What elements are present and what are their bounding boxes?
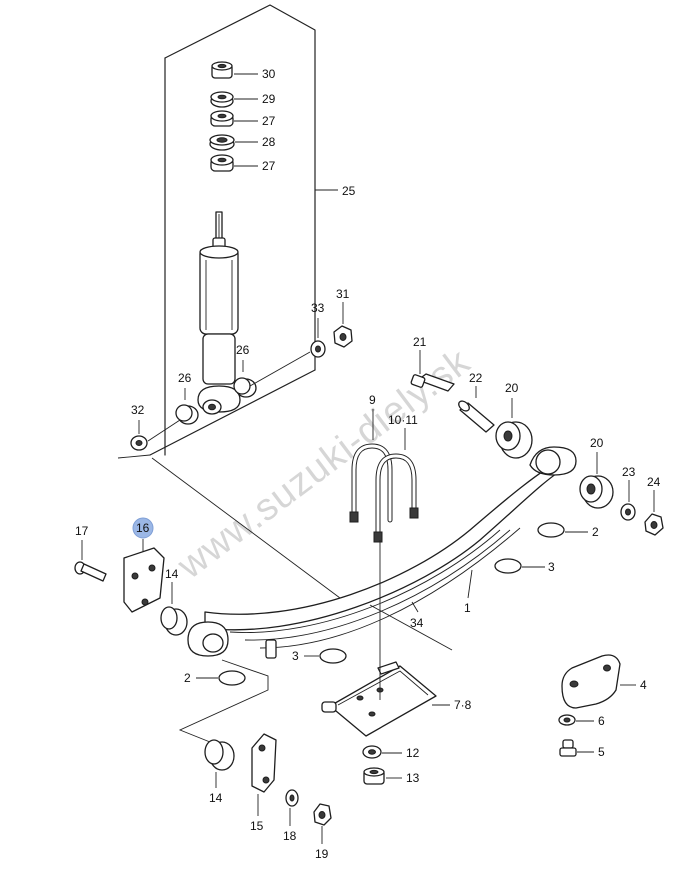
nut-24[interactable] [644,513,664,536]
label-20-lower: 20 [590,436,604,450]
bushing-14-upper[interactable] [160,606,188,636]
bushing-20-upper[interactable] [495,421,533,459]
label-26-right: 26 [236,343,250,357]
shock-absorber-frame [149,4,338,456]
bolt-21[interactable] [410,373,455,392]
label-31: 31 [336,287,350,301]
label-22: 22 [469,371,483,385]
bushing-27-lower[interactable] [210,154,234,172]
label-34: 34 [410,616,424,630]
label-16: 16 [136,521,150,535]
label-2-left: 2 [184,671,191,685]
pin-22[interactable] [457,399,495,433]
label-27-lower: 27 [262,159,276,173]
label-12: 12 [406,746,420,760]
label-4: 4 [640,678,647,692]
washer-32[interactable] [130,435,148,451]
label-26-left: 26 [178,371,192,385]
label-20-upper: 20 [505,381,519,395]
label-15: 15 [250,819,264,833]
label-10-11: 10·11 [388,413,418,427]
label-25: 25 [342,184,356,198]
bushing-26-left[interactable] [175,404,199,425]
label-32: 32 [131,403,145,417]
washer-6[interactable] [558,714,576,726]
washer-12[interactable] [362,745,382,759]
shackle-15[interactable] [251,733,277,793]
label-19: 19 [315,847,329,861]
nut-31[interactable] [333,325,353,348]
pad-3-left[interactable] [319,648,347,664]
label-14-upper: 14 [165,567,179,581]
label-13: 13 [406,771,420,785]
pad-2-left[interactable] [218,670,246,686]
bolt-17[interactable] [74,561,107,582]
label-7-8: 7·8 [454,698,472,712]
label-23: 23 [622,465,636,479]
label-6: 6 [598,714,605,728]
pad-3-right[interactable] [494,558,522,574]
highlight-marker-16 [132,517,154,539]
label-24: 24 [647,475,661,489]
washer-29[interactable] [210,91,234,108]
bolt-5[interactable] [559,739,577,757]
label-21: 21 [413,335,427,349]
bushing-20-lower[interactable] [579,475,614,509]
washer-18[interactable] [285,789,299,807]
bracket-4[interactable] [561,654,621,709]
pad-2-right[interactable] [537,522,565,538]
washer-28[interactable] [209,134,235,151]
bushing-14-lower[interactable] [204,739,235,771]
label-29: 29 [262,92,276,106]
nut-19[interactable] [313,803,332,826]
label-28: 28 [262,135,276,149]
label-14-lower: 14 [209,791,223,805]
label-1: 1 [464,601,471,615]
label-18: 18 [283,829,297,843]
label-5: 5 [598,745,605,759]
label-33: 33 [311,301,325,315]
spring-seat-plate-7-8[interactable] [321,661,437,737]
bushing-27-upper[interactable] [210,110,234,127]
washer-33[interactable] [310,340,326,358]
label-3-left: 3 [292,649,299,663]
shock-absorber[interactable] [197,211,241,415]
label-27-upper: 27 [262,114,276,128]
label-2-right: 2 [592,525,599,539]
label-30: 30 [262,67,276,81]
u-bolt-9[interactable] [349,443,393,523]
nut-13[interactable] [363,767,385,785]
label-3-right: 3 [548,560,555,574]
label-17: 17 [75,524,89,538]
nut-30[interactable] [211,61,233,79]
u-bolt-10-11[interactable] [373,453,419,543]
shackle-plate-16[interactable] [123,547,165,613]
washer-23[interactable] [620,503,636,521]
label-9: 9 [369,393,376,407]
leaf-spring[interactable] [187,446,577,659]
